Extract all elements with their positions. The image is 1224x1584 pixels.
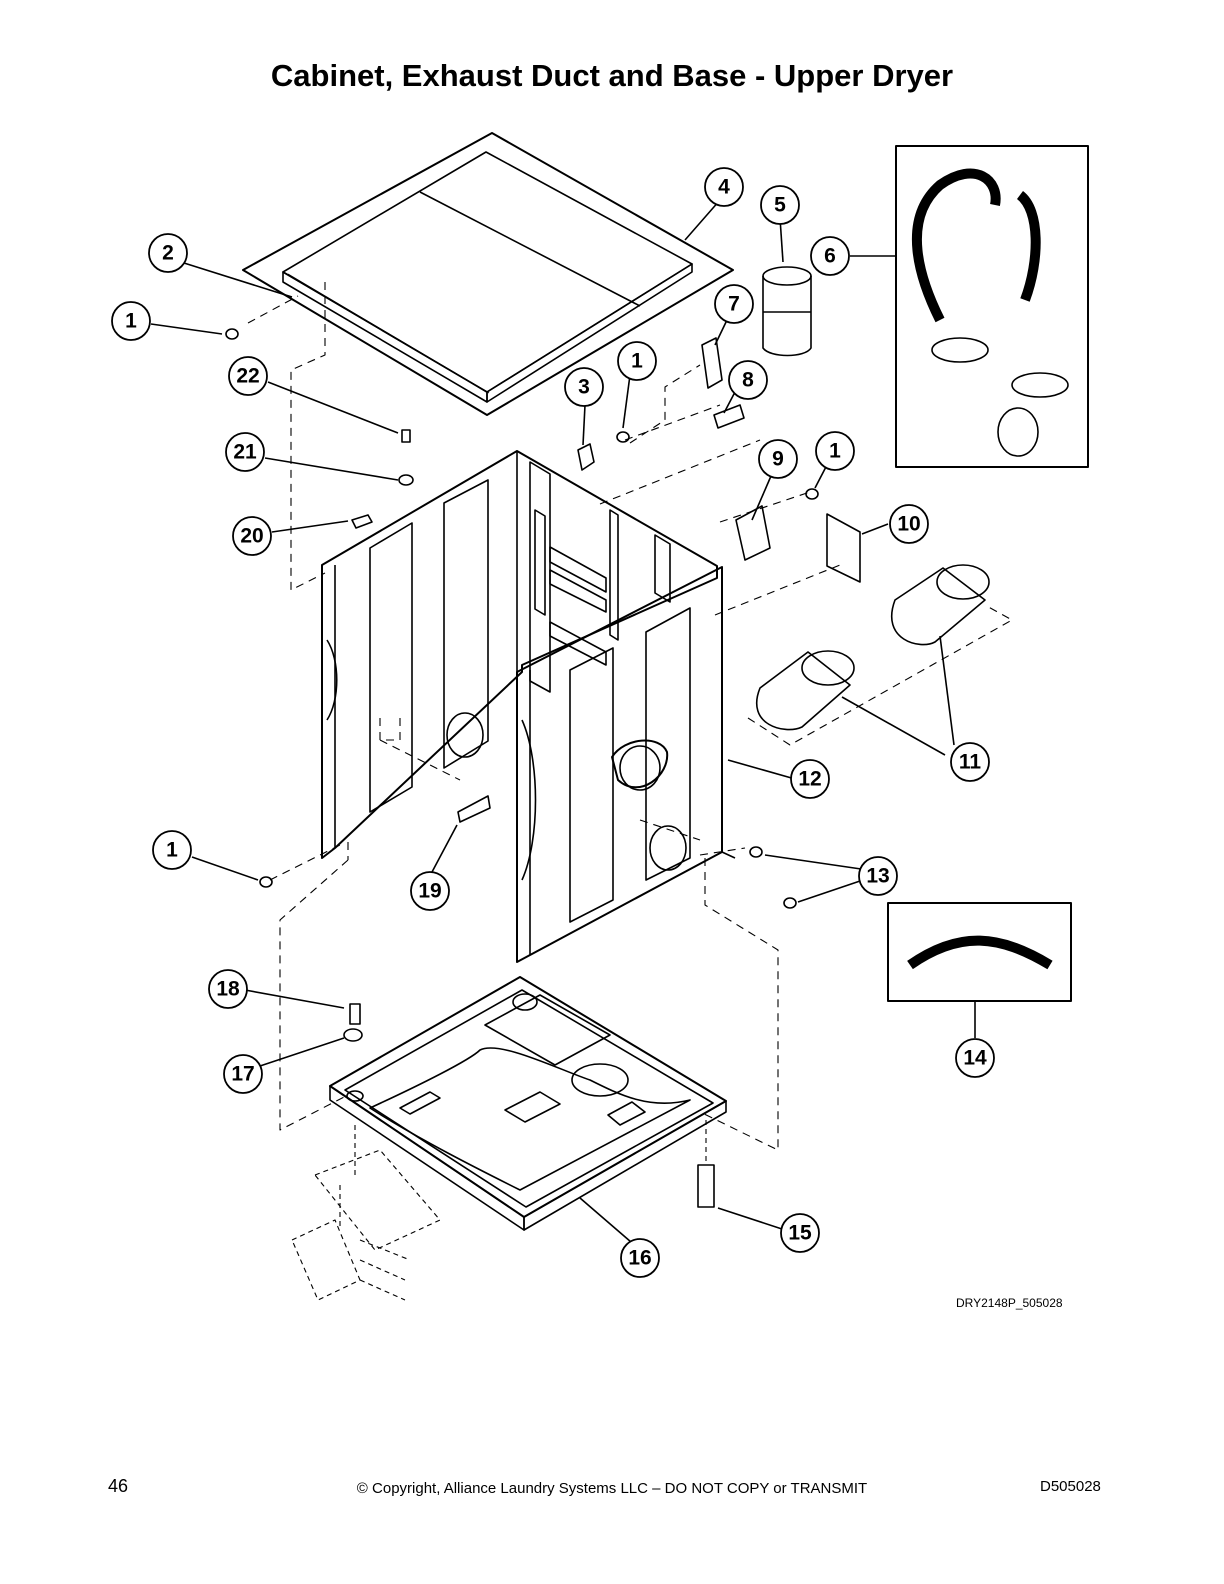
callout-9: 9 — [772, 448, 784, 471]
callout-10: 10 — [897, 513, 920, 536]
callout-3: 3 — [578, 376, 590, 399]
fasteners — [225, 328, 819, 1208]
callout-19: 19 — [418, 880, 441, 903]
inset-boxes — [887, 145, 1089, 1002]
page-number: 46 — [108, 1476, 129, 1496]
callout-4: 4 — [718, 176, 730, 199]
callout-8: 8 — [742, 369, 754, 392]
copyright-notice: © Copyright, Alliance Laundry Systems LL… — [356, 1480, 868, 1497]
small-parts — [351, 337, 861, 823]
callout-16: 16 — [628, 1247, 651, 1270]
callout-circles — [111, 167, 995, 1278]
callout-20: 20 — [240, 525, 263, 548]
page-title: Cabinet, Exhaust Duct and Base - Upper D… — [270, 58, 954, 93]
callout-17: 17 — [231, 1063, 254, 1086]
callout-21: 21 — [233, 441, 257, 464]
guide-lines-left — [247, 282, 1013, 1151]
base — [329, 976, 727, 1231]
callout-1-b: 1 — [631, 350, 643, 373]
exhaust-ducts — [756, 266, 990, 731]
callout-22: 22 — [236, 365, 259, 388]
top-panel — [242, 132, 734, 416]
cabinet — [321, 450, 736, 963]
callout-1-c: 1 — [829, 440, 841, 463]
callout-13: 13 — [866, 865, 889, 888]
callout-1-a: 1 — [125, 310, 137, 333]
leader-lines — [150, 199, 976, 1243]
callout-15: 15 — [788, 1222, 812, 1245]
document-number: D505028 — [1040, 1478, 1101, 1495]
callout-14: 14 — [963, 1047, 987, 1070]
motor-assembly-outline — [291, 1120, 707, 1301]
callout-18: 18 — [216, 978, 240, 1001]
callout-11: 11 — [959, 751, 982, 774]
callout-6: 6 — [824, 245, 836, 268]
callout-1-d: 1 — [166, 839, 178, 862]
drawing-code: DRY2148P_505028 — [956, 1296, 1063, 1310]
callout-7: 7 — [728, 293, 740, 316]
callout-12: 12 — [798, 768, 821, 791]
callout-5: 5 — [774, 194, 786, 217]
callout-2: 2 — [162, 242, 174, 265]
